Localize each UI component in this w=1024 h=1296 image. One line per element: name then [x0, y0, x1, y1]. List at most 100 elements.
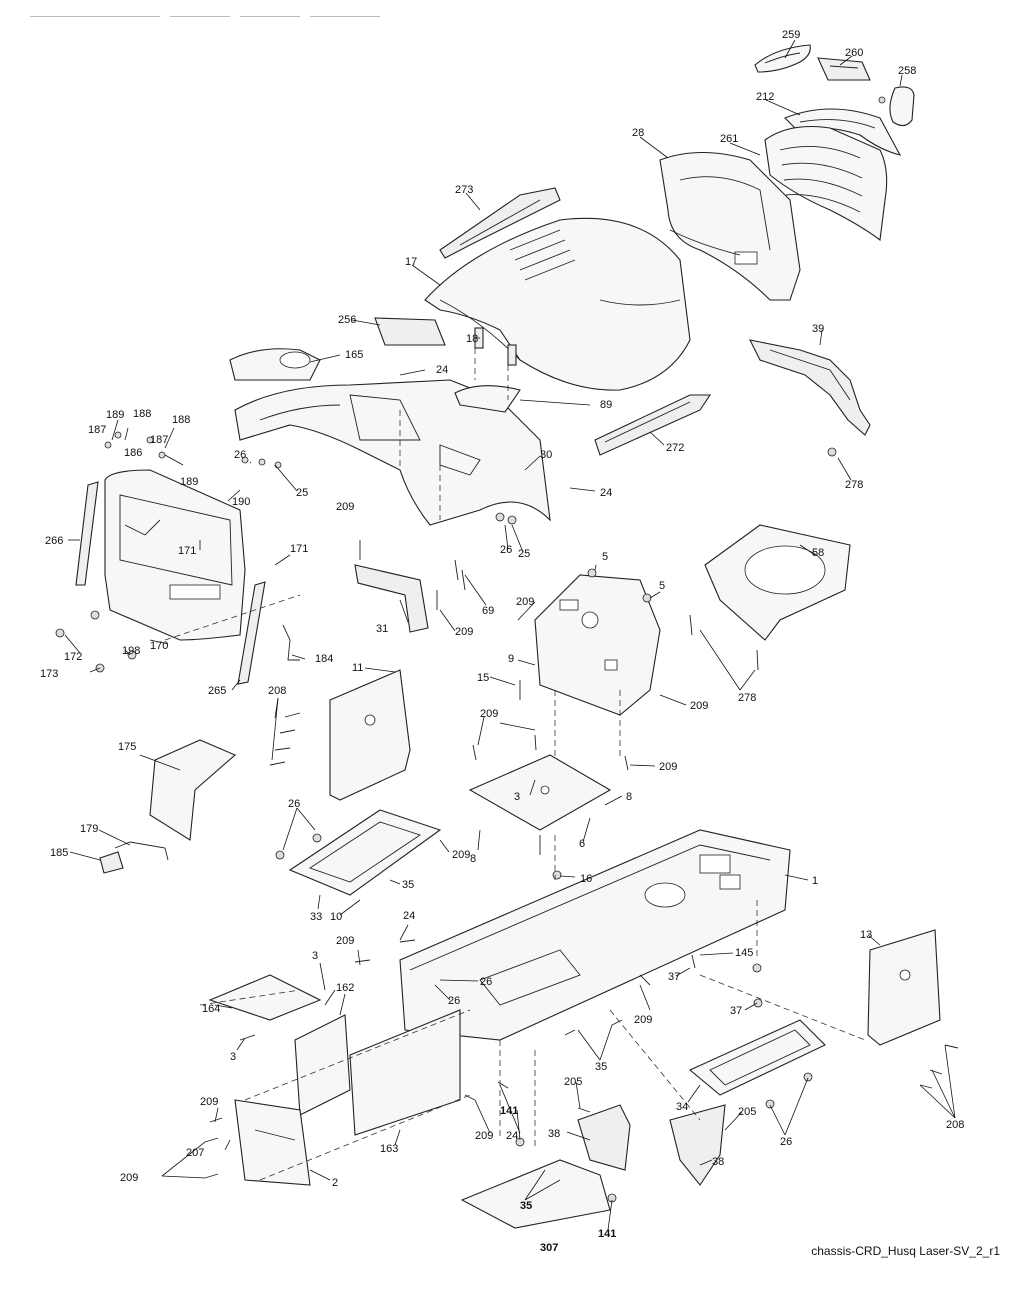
callout-212: 212 — [756, 91, 774, 103]
part-58-basket — [704, 524, 851, 641]
callout-25a: 25 — [296, 487, 308, 499]
callout-265: 265 — [208, 685, 226, 697]
callout-6: 6 — [579, 838, 585, 850]
callout-16: 16 — [580, 873, 592, 885]
callout-170: 170 — [150, 640, 168, 652]
callout-5b: 5 — [659, 580, 665, 592]
callout-171b: 171 — [290, 543, 308, 555]
callout-30: 30 — [540, 449, 552, 461]
callout-26b: 26 — [500, 544, 512, 556]
callout-208a: 208 — [268, 685, 286, 697]
part-1-frame — [399, 829, 791, 1041]
callout-209c: 209 — [516, 596, 534, 608]
callout-164: 164 — [202, 1003, 220, 1015]
part-164-step — [208, 974, 322, 1021]
callout-209g: 209 — [452, 849, 470, 861]
diagram-caption: chassis-CRD_Husq Laser-SV_2_r1 — [811, 1244, 1000, 1258]
callout-labels: 259 260 258 212 28 261 273 17 256 18 165… — [40, 29, 964, 1254]
callout-272: 272 — [666, 442, 684, 454]
callout-209f: 209 — [659, 761, 677, 773]
callout-5a: 5 — [602, 551, 608, 563]
callout-2: 2 — [332, 1177, 338, 1189]
callout-278a: 278 — [845, 479, 863, 491]
part-261-grille — [764, 125, 888, 242]
part-2-plate — [234, 1099, 311, 1186]
callout-188a: 188 — [133, 408, 151, 420]
part-28-hood-front — [659, 151, 801, 301]
callout-25b: 25 — [518, 548, 530, 560]
part-39-bracket — [749, 339, 871, 436]
callout-188b: 188 — [172, 414, 190, 426]
callout-189a: 189 — [106, 409, 124, 421]
callout-186: 186 — [124, 447, 142, 459]
part-260-lens — [817, 57, 871, 81]
callout-209a: 209 — [336, 501, 354, 513]
callout-24b: 24 — [600, 487, 612, 499]
part-34-step — [688, 1019, 826, 1096]
callout-162: 162 — [336, 982, 354, 994]
callout-39: 39 — [812, 323, 824, 335]
part-179-rod — [114, 841, 169, 861]
callout-69: 69 — [482, 605, 494, 617]
part-184-clip — [282, 624, 300, 661]
callout-184: 184 — [315, 653, 333, 665]
callout-35b: 35 — [595, 1061, 607, 1073]
callout-10: 10 — [330, 911, 342, 923]
hardware-bolts — [55, 431, 959, 1203]
alignment-lines — [164, 348, 866, 1181]
callout-187b: 187 — [150, 434, 168, 446]
leader-lines — [64, 39, 956, 1231]
callout-141a: 141 — [500, 1105, 518, 1117]
part-266-trim — [75, 481, 99, 586]
callout-26d: 26 — [480, 976, 492, 988]
callout-13: 13 — [860, 929, 872, 941]
callout-278b: 278 — [738, 692, 756, 704]
callout-208b: 208 — [946, 1119, 964, 1131]
callout-198: 198 — [122, 645, 140, 657]
callout-26e: 26 — [448, 995, 460, 1007]
callout-141b: 141 — [598, 1228, 616, 1240]
part-185-pedal — [99, 851, 124, 874]
callout-28: 28 — [632, 127, 644, 139]
part-265-trim — [237, 581, 266, 685]
callout-35a: 35 — [402, 879, 414, 891]
callout-209k: 209 — [120, 1172, 138, 1184]
callout-33: 33 — [310, 911, 322, 923]
callout-38a: 38 — [548, 1128, 560, 1140]
callout-38b: 38 — [712, 1156, 724, 1168]
part-162-panel — [294, 1014, 351, 1116]
callout-179: 179 — [80, 823, 98, 835]
callout-205a: 205 — [564, 1076, 582, 1088]
callout-261: 261 — [720, 133, 738, 145]
part-11-panel — [329, 669, 411, 801]
callout-307: 307 — [540, 1242, 558, 1254]
callout-34: 34 — [676, 1101, 688, 1113]
callout-24d: 24 — [506, 1130, 518, 1142]
callout-175: 175 — [118, 741, 136, 753]
callout-3b: 3 — [312, 950, 318, 962]
part-13-panel — [867, 929, 941, 1046]
callout-8a: 8 — [626, 791, 632, 803]
callout-145: 145 — [735, 947, 753, 959]
callout-26f: 26 — [780, 1136, 792, 1148]
callout-256: 256 — [338, 314, 356, 326]
callout-172: 172 — [64, 651, 82, 663]
callout-209e: 209 — [480, 708, 498, 720]
part-256-plate — [374, 317, 446, 346]
callout-163: 163 — [380, 1143, 398, 1155]
callout-173: 173 — [40, 668, 58, 680]
callout-9: 9 — [508, 653, 514, 665]
callout-209i: 209 — [634, 1014, 652, 1026]
callout-165: 165 — [345, 349, 363, 361]
callout-209h: 209 — [336, 935, 354, 947]
part-38-bracket — [577, 1104, 726, 1186]
callout-3a: 3 — [514, 791, 520, 803]
callout-209j: 209 — [200, 1096, 218, 1108]
callout-58: 58 — [812, 547, 824, 559]
part-6-plate — [468, 754, 612, 831]
callout-209d: 209 — [690, 700, 708, 712]
part-17-hood — [424, 217, 691, 391]
part-170-panel — [104, 469, 246, 641]
callout-259: 259 — [782, 29, 800, 41]
callout-26a: 26 — [234, 449, 246, 461]
